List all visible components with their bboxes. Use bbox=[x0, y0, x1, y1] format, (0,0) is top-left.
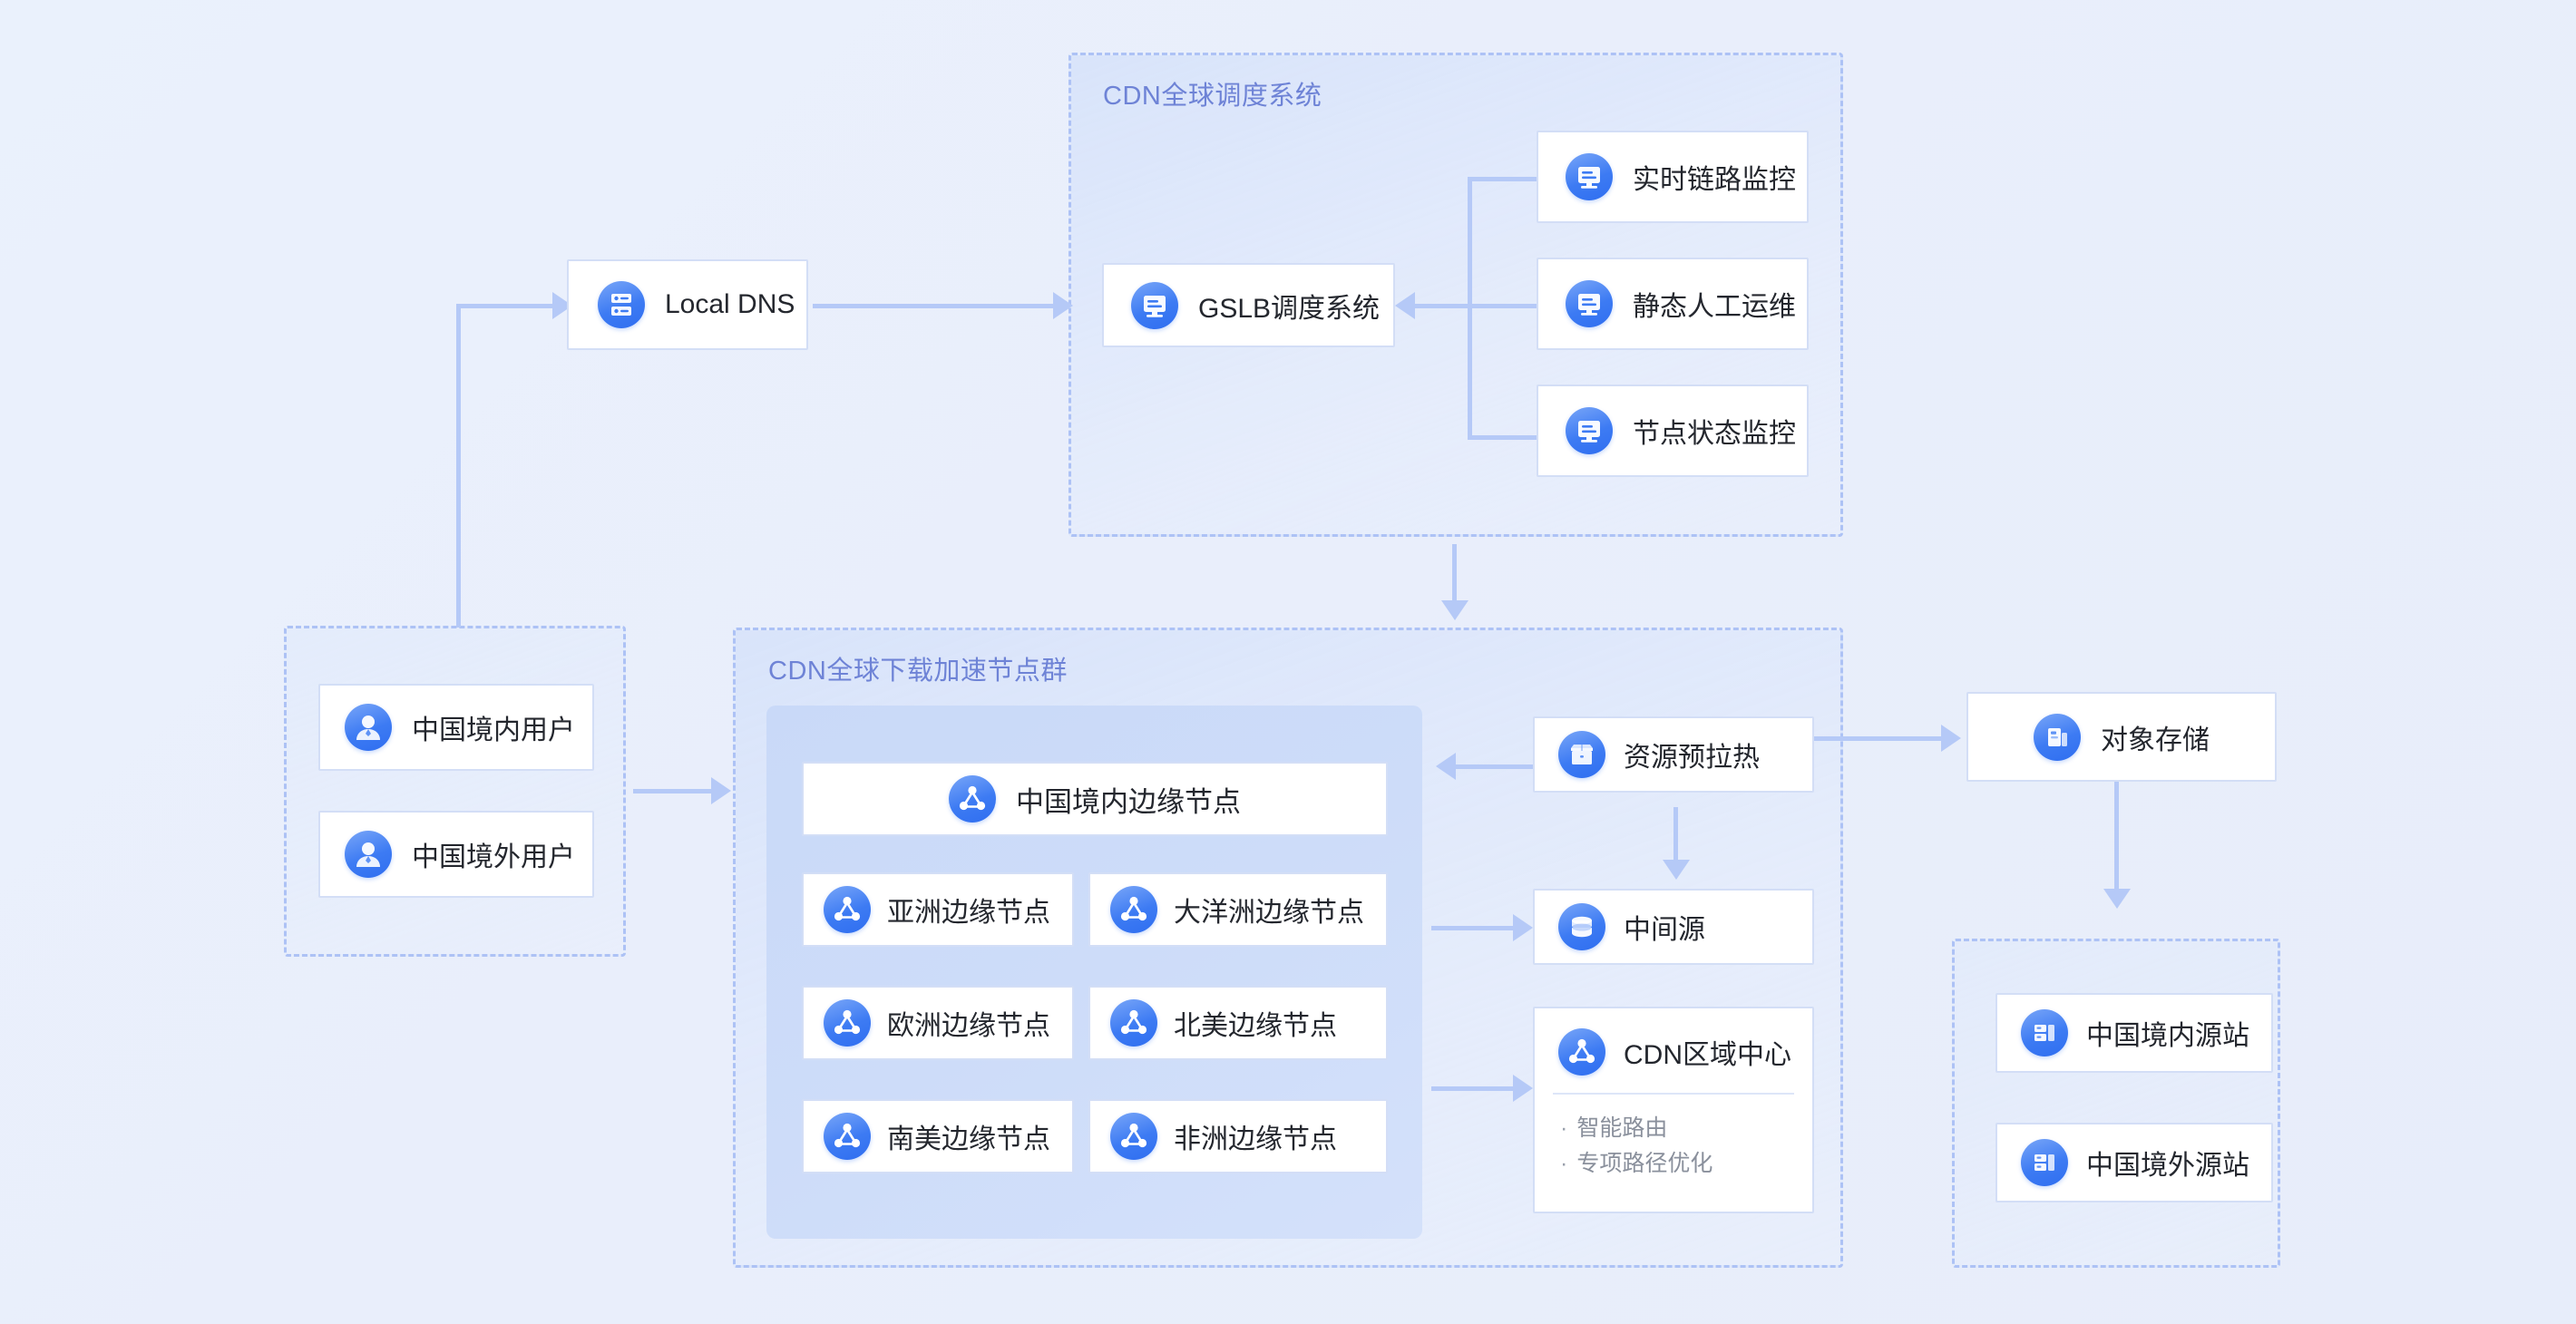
card-origin-domestic[interactable]: 中国境内源站 bbox=[1995, 993, 2273, 1073]
card-manual-ops-label: 静态人工运维 bbox=[1633, 292, 1796, 322]
arrow-users-to-cluster bbox=[711, 777, 731, 804]
bullet-marker: · bbox=[1560, 1115, 1568, 1141]
region-center-feature-item: · 智能路由 bbox=[1560, 1111, 1712, 1146]
node-icon bbox=[949, 775, 996, 823]
card-mid-origin-label: 中间源 bbox=[1624, 915, 1705, 945]
arrow-monitoring-to-gslb bbox=[1395, 292, 1415, 319]
card-cdn-region-center[interactable]: CDN区域中心 · 智能路由 · 专项路径优化 bbox=[1533, 1007, 1814, 1213]
card-user-domestic[interactable]: 中国境内用户 bbox=[318, 684, 594, 771]
region-center-feature-list: · 智能路由 · 专项路径优化 bbox=[1560, 1111, 1712, 1182]
card-resource-prefetch[interactable]: 资源预拉热 bbox=[1533, 716, 1814, 793]
connector-prefetch-to-mid-origin bbox=[1673, 807, 1678, 862]
connector-link-monitor-to-bus bbox=[1468, 177, 1537, 181]
card-edge-node-north-america[interactable]: 北美边缘节点 bbox=[1088, 986, 1388, 1060]
arrow-storage-to-origins bbox=[2103, 889, 2131, 909]
card-object-storage-label: 对象存储 bbox=[2101, 725, 2210, 755]
card-node-status-monitor[interactable]: 节点状态监控 bbox=[1537, 385, 1809, 477]
group-cdn-scheduling-title: CDN全球调度系统 bbox=[1103, 82, 1322, 111]
connector-prefetch-to-cluster bbox=[1456, 764, 1533, 769]
group-users bbox=[284, 626, 626, 957]
node-icon bbox=[1110, 999, 1157, 1047]
card-gslb[interactable]: GSLB调度系统 bbox=[1102, 263, 1395, 347]
monitor-icon bbox=[1131, 281, 1178, 329]
card-divider bbox=[1553, 1093, 1794, 1095]
feature-label: 专项路径优化 bbox=[1576, 1150, 1713, 1176]
connector-scheduling-to-cluster bbox=[1452, 544, 1457, 602]
connector-monitoring-bus-vertical bbox=[1468, 179, 1472, 440]
card-local-dns[interactable]: Local DNS bbox=[567, 259, 808, 350]
card-edge-node-oceania-label: 大洋洲边缘节点 bbox=[1174, 898, 1364, 928]
node-icon bbox=[824, 999, 871, 1047]
card-manual-ops[interactable]: 静态人工运维 bbox=[1537, 258, 1809, 350]
arrow-prefetch-to-cluster bbox=[1436, 753, 1456, 780]
monitor-icon bbox=[1566, 153, 1613, 200]
origin-server-icon bbox=[2021, 1139, 2068, 1186]
region-center-feature-item: · 专项路径优化 bbox=[1560, 1146, 1712, 1182]
card-gslb-label: GSLB调度系统 bbox=[1198, 293, 1381, 324]
card-edge-node-south-america[interactable]: 南美边缘节点 bbox=[802, 1099, 1074, 1173]
node-icon bbox=[1110, 886, 1157, 933]
card-edge-node-oceania[interactable]: 大洋洲边缘节点 bbox=[1088, 872, 1388, 947]
origin-server-icon bbox=[2021, 1009, 2068, 1056]
node-icon bbox=[1558, 1028, 1605, 1076]
card-edge-node-asia[interactable]: 亚洲边缘节点 bbox=[802, 872, 1074, 947]
arrow-scheduling-to-cluster bbox=[1441, 600, 1469, 620]
card-edge-node-europe[interactable]: 欧洲边缘节点 bbox=[802, 986, 1074, 1060]
card-origin-domestic-label: 中国境内源站 bbox=[2086, 1021, 2249, 1051]
connector-bus-to-gslb bbox=[1415, 304, 1469, 308]
card-user-overseas[interactable]: 中国境外用户 bbox=[318, 811, 594, 898]
arrow-prefetch-down-to-mid-origin bbox=[1663, 860, 1690, 880]
card-mid-origin[interactable]: 中间源 bbox=[1533, 889, 1814, 965]
arrow-cluster-to-region-center bbox=[1513, 1075, 1533, 1102]
connector-node-status-to-bus bbox=[1468, 435, 1537, 440]
card-edge-node-north-america-label: 北美边缘节点 bbox=[1174, 1011, 1337, 1041]
connector-cluster-to-region-center bbox=[1431, 1086, 1513, 1091]
card-local-dns-label: Local DNS bbox=[665, 289, 795, 319]
user-icon bbox=[345, 831, 392, 878]
card-edge-node-africa[interactable]: 非洲边缘节点 bbox=[1088, 1099, 1388, 1173]
card-link-monitor[interactable]: 实时链路监控 bbox=[1537, 131, 1809, 223]
connector-users-to-dns-horizontal bbox=[456, 304, 552, 308]
storage-icon bbox=[2034, 713, 2081, 761]
connector-storage-to-origins bbox=[2114, 782, 2119, 891]
monitor-icon bbox=[1566, 407, 1613, 454]
card-origin-overseas[interactable]: 中国境外源站 bbox=[1995, 1123, 2273, 1202]
feature-label: 智能路由 bbox=[1576, 1115, 1668, 1141]
card-object-storage[interactable]: 对象存储 bbox=[1966, 692, 2277, 782]
card-origin-overseas-label: 中国境外源站 bbox=[2086, 1151, 2249, 1181]
card-cdn-region-center-label: CDN区域中心 bbox=[1624, 1040, 1791, 1070]
card-node-status-monitor-label: 节点状态监控 bbox=[1633, 419, 1796, 449]
node-icon bbox=[824, 886, 871, 933]
connector-cluster-to-mid-origin bbox=[1431, 926, 1513, 930]
card-edge-node-africa-label: 非洲边缘节点 bbox=[1174, 1124, 1337, 1154]
node-icon bbox=[1110, 1113, 1157, 1160]
box-icon bbox=[1558, 731, 1605, 778]
group-origin-stations bbox=[1952, 939, 2280, 1268]
database-icon bbox=[1558, 903, 1605, 950]
node-icon bbox=[824, 1113, 871, 1160]
arrow-prefetch-to-storage bbox=[1941, 725, 1961, 752]
user-icon bbox=[345, 704, 392, 751]
card-edge-node-china[interactable]: 中国境内边缘节点 bbox=[802, 762, 1388, 836]
card-user-domestic-label: 中国境内用户 bbox=[412, 716, 575, 745]
dns-server-icon bbox=[598, 281, 645, 328]
bullet-marker: · bbox=[1560, 1150, 1568, 1176]
connector-dns-to-gslb bbox=[813, 304, 1053, 308]
card-edge-node-europe-label: 欧洲边缘节点 bbox=[887, 1011, 1050, 1041]
card-resource-prefetch-label: 资源预拉热 bbox=[1624, 743, 1760, 773]
monitor-icon bbox=[1566, 280, 1613, 327]
card-edge-node-asia-label: 亚洲边缘节点 bbox=[887, 898, 1050, 928]
card-edge-node-china-label: 中国境内边缘节点 bbox=[1016, 785, 1241, 818]
connector-users-to-dns-vertical bbox=[456, 305, 461, 628]
connector-prefetch-to-storage bbox=[1814, 736, 1941, 741]
card-user-overseas-label: 中国境外用户 bbox=[412, 842, 575, 872]
connector-manual-ops-to-gslb bbox=[1415, 304, 1537, 308]
card-edge-node-south-america-label: 南美边缘节点 bbox=[887, 1124, 1050, 1154]
group-cdn-node-cluster-title: CDN全球下载加速节点群 bbox=[768, 657, 1068, 686]
arrow-dns-to-gslb bbox=[1053, 292, 1073, 319]
card-link-monitor-label: 实时链路监控 bbox=[1633, 165, 1796, 195]
connector-users-to-cluster bbox=[633, 789, 711, 793]
arrow-cluster-to-mid-origin bbox=[1513, 914, 1533, 941]
